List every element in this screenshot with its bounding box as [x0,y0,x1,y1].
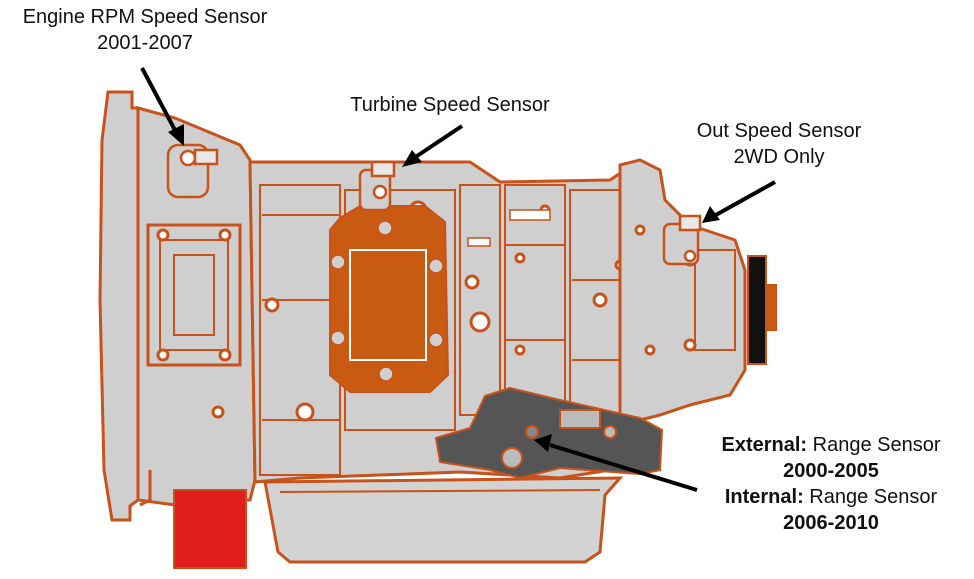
oil-pan [263,476,624,564]
out-speed-note: 2WD Only [733,146,825,168]
external-years-row: 2000-2005 [700,458,962,484]
external-row: External: Range Sensor [700,432,962,458]
arrow-range [549,443,698,492]
external-text: Range Sensor [807,434,941,456]
bell-housing [98,90,257,522]
external-prefix: External: [721,434,808,456]
internal-years: 2006-2010 [783,512,879,534]
out-speed-title: Out Speed Sensor [696,120,862,142]
cover-plate [329,205,450,393]
oil-filter [173,489,247,569]
external-years: 2000-2005 [783,460,879,482]
arrow-engine-rpm [140,67,178,133]
out-speed-sensor [662,214,702,266]
arrow-out-speed [713,180,776,218]
turbine-speed-sensor [358,160,396,212]
range-sensor-label: External: Range Sensor 2000-2005 Interna… [700,432,962,536]
engine-rpm-title: Engine RPM Speed Sensor [22,6,268,28]
internal-years-row: 2006-2010 [700,510,962,536]
internal-text: Range Sensor [803,486,938,508]
range-sensor [434,386,664,480]
turbine-speed-sensor-label: Turbine Speed Sensor [332,92,568,118]
internal-row: Internal: Range Sensor [700,484,962,510]
engine-rpm-sensor [166,143,219,199]
tail-housing [618,158,747,444]
callout-arrows [140,67,776,492]
engine-rpm-sensor-label: Engine RPM Speed Sensor 2001-2007 [0,4,290,56]
internal-prefix: Internal: [724,486,804,508]
arrow-turbine [412,124,464,160]
engine-rpm-years: 2001-2007 [97,32,193,54]
out-speed-sensor-label: Out Speed Sensor 2WD Only [672,118,886,170]
output-flange [747,255,777,365]
turbine-title: Turbine Speed Sensor [350,94,550,116]
